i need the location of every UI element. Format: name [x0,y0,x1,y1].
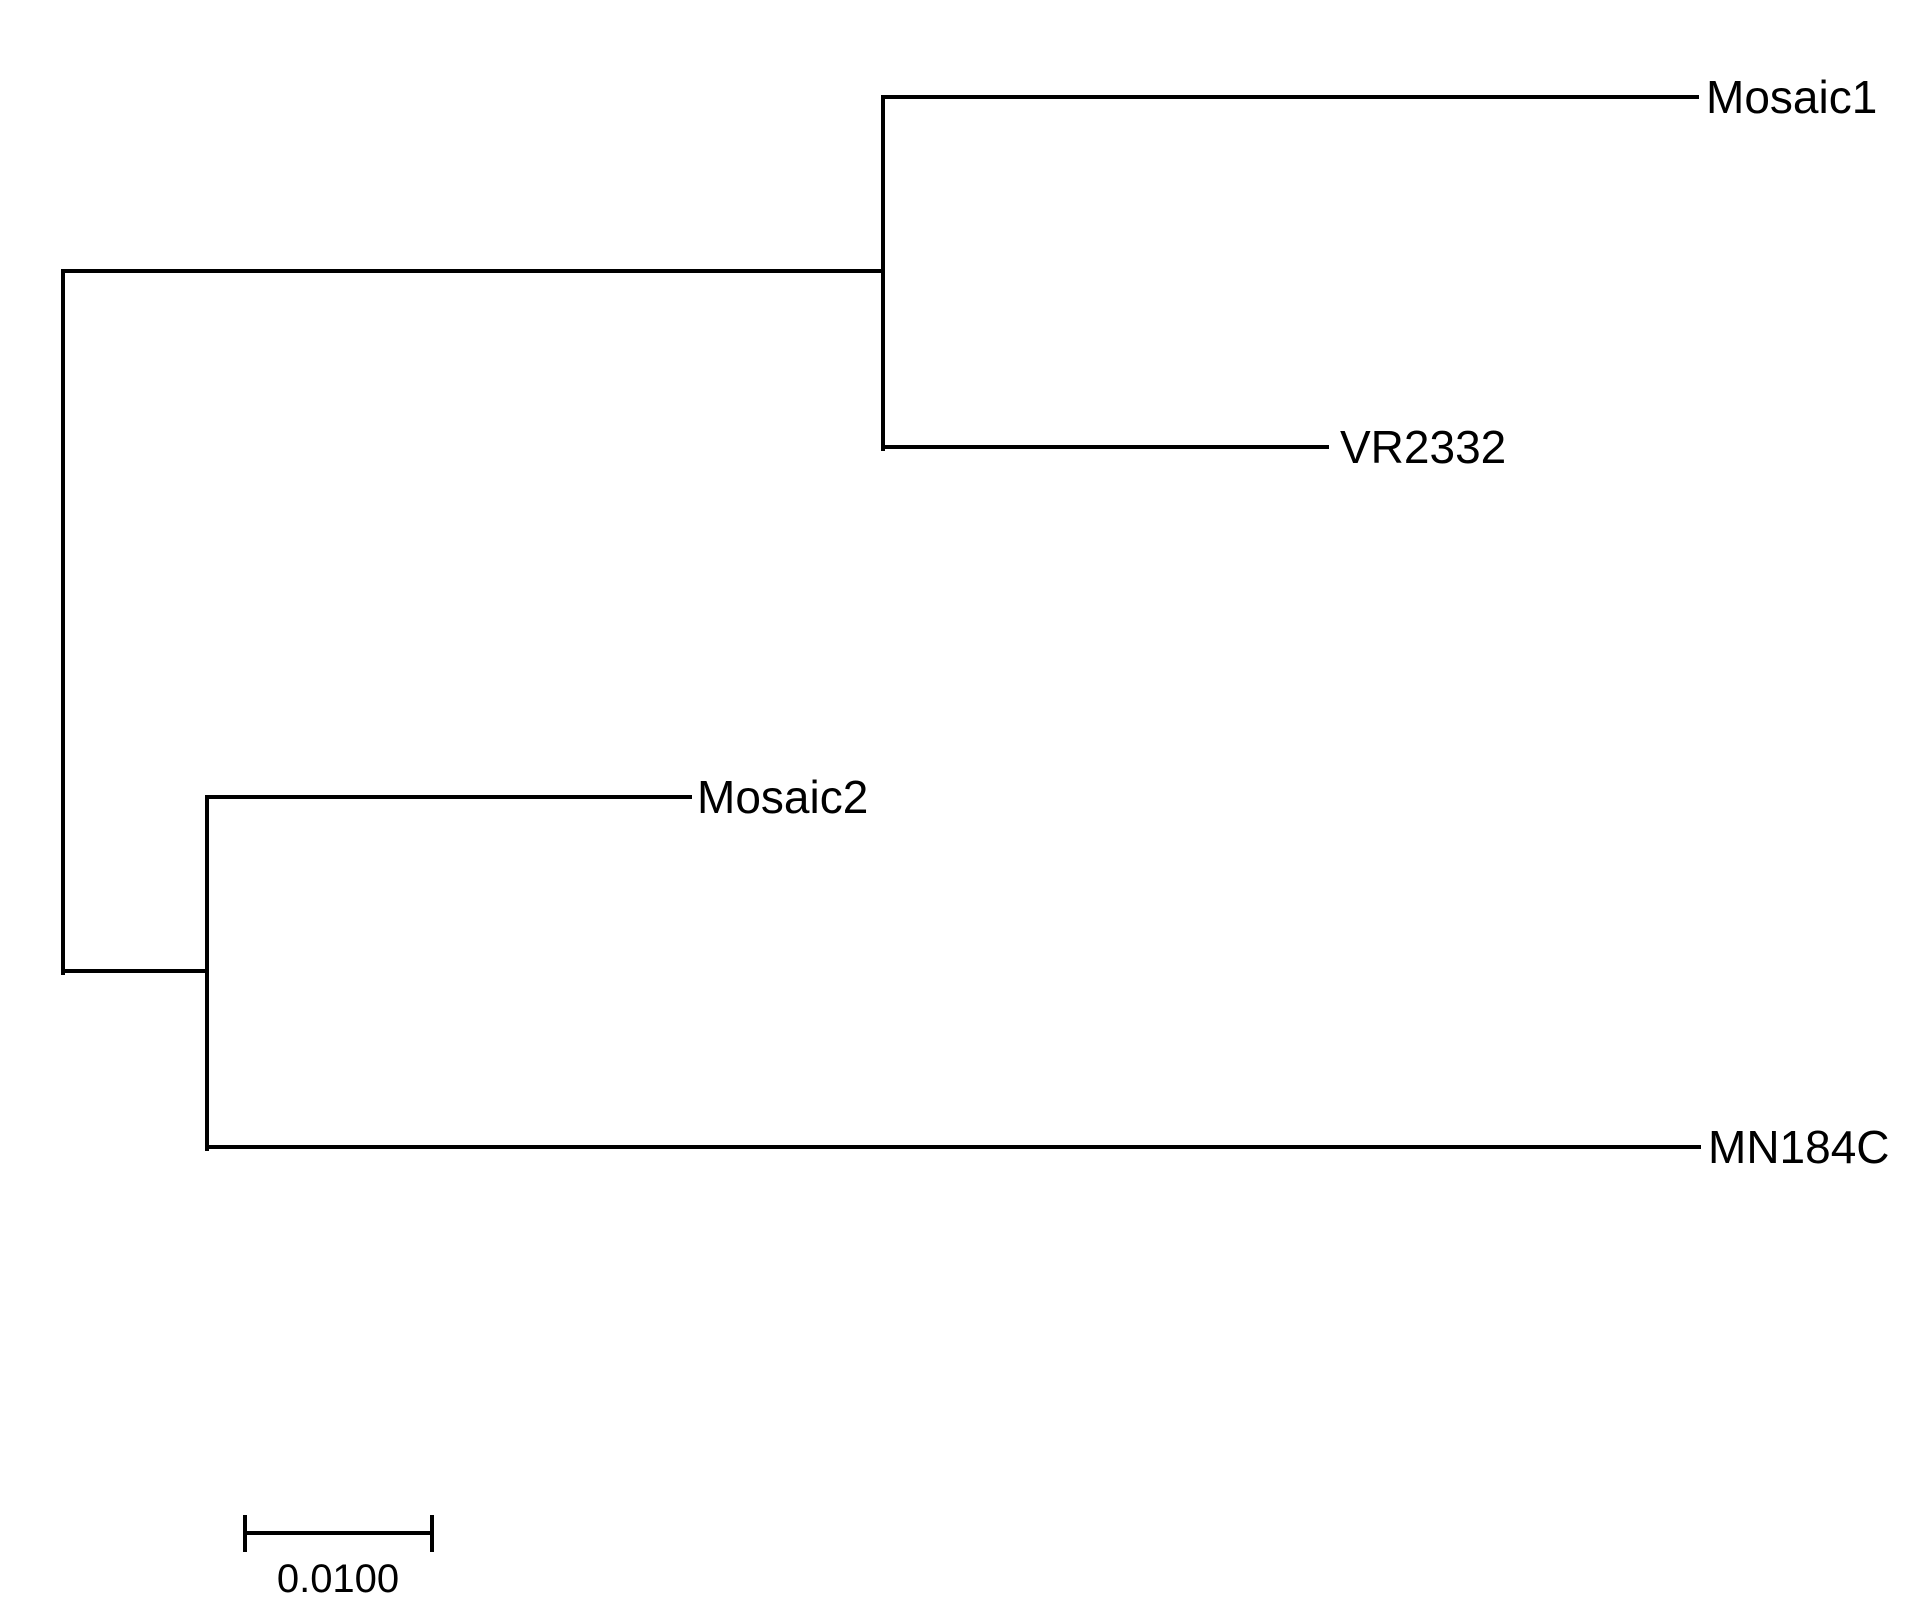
branch-root-to-upper-node [61,269,885,273]
branch-mn184c [205,1145,1701,1149]
scale-bar-line [243,1531,434,1535]
branch-root-to-lower-node [61,969,209,973]
branch-vr2332 [881,445,1329,449]
upper-node-vertical-line [881,95,885,451]
scale-bar-label: 0.0100 [276,1557,400,1601]
scale-bar-right-tick [430,1515,434,1552]
tip-label-mn184c: MN184C [1708,1121,1890,1173]
tip-label-mosaic2: Mosaic2 [697,771,869,823]
scale-bar-left-tick [243,1515,247,1552]
branch-mosaic1 [881,95,1699,99]
lower-node-vertical-line [205,795,209,1151]
branch-mosaic2 [205,795,692,799]
tip-label-mosaic1: Mosaic1 [1706,71,1878,123]
tip-label-vr2332: VR2332 [1340,421,1507,473]
root-vertical-line [61,269,65,975]
